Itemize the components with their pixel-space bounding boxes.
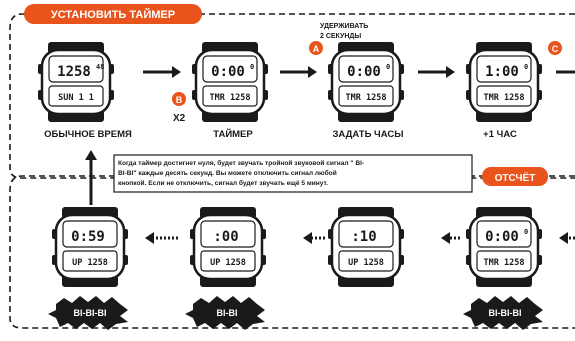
- watch-top-seconds: 0: [250, 63, 254, 71]
- watch-countdown-end: 0:59 UP 1258: [52, 207, 128, 287]
- watch-top-screen: [202, 55, 258, 83]
- watch-bottom-screen: [202, 85, 258, 107]
- alarm-note: Когда таймер достигнет нуля, будет звуча…: [113, 154, 473, 193]
- beep-burst-shape: [48, 296, 128, 330]
- set-timer-frame: [9, 13, 575, 179]
- watch-bottom-readout: UP 1258: [210, 258, 246, 268]
- watch-top-digits: :00: [213, 229, 238, 245]
- watch-top-digits: 0:59: [71, 229, 105, 245]
- svg-text:B: B: [176, 95, 183, 105]
- caption-timer: ТАЙМЕР: [213, 128, 253, 140]
- arrow-left-dotted-4: [559, 232, 575, 244]
- beep-burst-shape: [463, 296, 543, 330]
- beep-burst-triple-2: BI-BI-BI: [463, 296, 543, 330]
- watch-bottom-screen: [62, 250, 118, 272]
- watch-countdown-mid: :10 UP 1258: [328, 207, 404, 287]
- watch-bottom-readout: SUN 1 1: [58, 93, 94, 103]
- watch-bottom-screen: [476, 250, 532, 272]
- watch-bottom-screen: [48, 85, 104, 107]
- svg-text:C: C: [552, 44, 559, 54]
- button-b-marker: B: [172, 92, 186, 106]
- hold-note-line1: УДЕРЖИВАТЬ: [320, 23, 368, 30]
- watch-bottom-screen: [476, 85, 532, 107]
- watch-top-seconds: 0: [386, 63, 390, 71]
- watch-top-screen: [476, 220, 532, 248]
- watch-top-screen: [476, 55, 532, 83]
- x2-label: X2: [173, 113, 186, 124]
- watch-bottom-readout: UP 1258: [348, 258, 384, 268]
- alarm-note-line1: Когда таймер достигнет нуля, будет звуча…: [118, 159, 364, 167]
- beep-label: BI-BI: [217, 308, 238, 318]
- watch-bottom-readout: TMR 1258: [484, 258, 525, 268]
- watch-bottom-screen: [200, 250, 256, 272]
- countdown-frame: [9, 175, 575, 329]
- caption-plus-hour: +1 ЧАС: [483, 129, 517, 140]
- caption-normal-time: ОБЫЧНОЕ ВРЕМЯ: [44, 129, 132, 140]
- alarm-note-line3: кнопкой. Если не отключить, сигнал будет…: [118, 179, 328, 187]
- watch-top-screen: [48, 55, 104, 83]
- watch-bottom-readout: TMR 1258: [484, 93, 525, 103]
- button-a-marker: A: [309, 41, 323, 55]
- watch-bottom-readout: TMR 1258: [346, 93, 387, 103]
- watch-top-seconds: 0: [524, 63, 528, 71]
- beep-label: BI-BI-BI: [74, 308, 107, 318]
- watch-bottom-readout: TMR 1258: [210, 93, 251, 103]
- watch-bottom-screen: [338, 250, 394, 272]
- beep-burst-triple-1: BI-BI-BI: [48, 296, 128, 330]
- beep-label: BI-BI-BI: [489, 308, 522, 318]
- watch-top-seconds: 48: [96, 63, 104, 71]
- beep-burst-shape: [185, 296, 265, 330]
- beep-burst-double: BI-BI: [185, 296, 265, 330]
- watch-countdown-near: :00 UP 1258: [190, 207, 266, 287]
- arrow-left-dotted-2: [303, 232, 325, 244]
- button-c-marker: C: [548, 41, 562, 55]
- watch-bottom-readout: UP 1258: [72, 258, 108, 268]
- svg-text:УСТАНОВИТЬ ТАЙМЕР: УСТАНОВИТЬ ТАЙМЕР: [51, 8, 175, 21]
- arrow-right-1: [143, 66, 181, 78]
- hold-note-line2: 2 СЕКУНДЫ: [320, 33, 361, 40]
- watch-top-digits: 0:00: [347, 64, 381, 80]
- set-timer-tag: УСТАНОВИТЬ ТАЙМЕР: [24, 4, 202, 24]
- arrow-left-dotted-1: [145, 232, 178, 244]
- alarm-note-line2: BI-BI" каждые десять секунд. Вы можете о…: [118, 169, 337, 177]
- watch-top-digits: 0:00: [211, 64, 245, 80]
- watch-bottom-screen: [338, 85, 394, 107]
- countdown-tag: ОТСЧЁТ: [482, 167, 548, 186]
- watch-top-screen: [62, 220, 118, 248]
- arrow-right-2: [280, 66, 317, 78]
- svg-text:ОТСЧЁТ: ОТСЧЁТ: [495, 171, 536, 184]
- svg-text:A: A: [313, 44, 320, 54]
- watch-top-screen: [338, 220, 394, 248]
- arrow-up-return: [85, 150, 97, 205]
- watch-top-digits: :10: [351, 229, 376, 245]
- watch-top-digits: 1:00: [485, 64, 519, 80]
- watch-top-screen: [200, 220, 256, 248]
- watch-top-digits: 1258: [57, 64, 91, 80]
- watch-top-screen: [338, 55, 394, 83]
- watch-top-digits: 0:00: [485, 229, 519, 245]
- watch-top-seconds: 0: [524, 228, 528, 236]
- arrow-right-3: [418, 66, 455, 78]
- arrow-left-dotted-3: [441, 232, 460, 244]
- caption-set-hours: ЗАДАТЬ ЧАСЫ: [332, 129, 403, 140]
